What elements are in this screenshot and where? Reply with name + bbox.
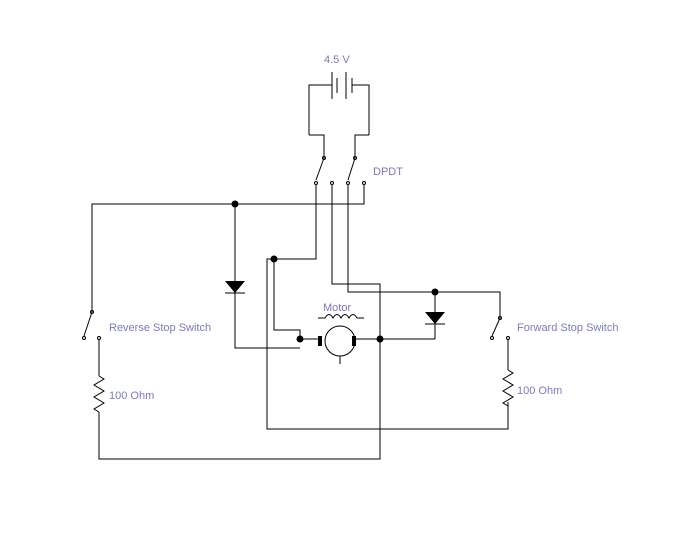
wire-b bbox=[331, 185, 381, 339]
junction-left-inner bbox=[270, 255, 278, 263]
junction-motor-right bbox=[376, 335, 384, 343]
motor bbox=[318, 314, 364, 364]
wire-top-bus bbox=[91, 185, 365, 312]
dpdt-label: DPDT bbox=[373, 166, 403, 178]
junction-top-bus bbox=[231, 200, 239, 208]
forward-switch-label: Forward Stop Switch bbox=[517, 322, 618, 334]
forward-stop-switch bbox=[490, 316, 510, 340]
junction-right-diode bbox=[431, 288, 439, 296]
reverse-stop-switch bbox=[82, 310, 101, 340]
wire-a bbox=[274, 185, 317, 260]
resistor-right-label: 100 Ohm bbox=[517, 385, 562, 397]
wire-return-loop bbox=[266, 258, 509, 430]
dpdt-switch bbox=[309, 134, 369, 185]
resistor-left bbox=[93, 375, 105, 413]
diode-right bbox=[425, 312, 445, 325]
wire-c bbox=[347, 185, 501, 318]
resistor-right bbox=[502, 369, 514, 407]
reverse-switch-label: Reverse Stop Switch bbox=[109, 322, 211, 334]
wire-bottom-bus bbox=[98, 339, 381, 460]
junction-motor-left bbox=[296, 335, 304, 343]
battery-label: 4.5 V bbox=[324, 54, 350, 66]
resistor-left-label: 100 Ohm bbox=[109, 390, 154, 402]
wire-motor-left bbox=[273, 259, 301, 339]
wire-left-diode-return bbox=[234, 293, 300, 349]
motor-label: Motor bbox=[323, 302, 351, 314]
diode-left bbox=[225, 281, 245, 294]
battery bbox=[308, 72, 370, 135]
